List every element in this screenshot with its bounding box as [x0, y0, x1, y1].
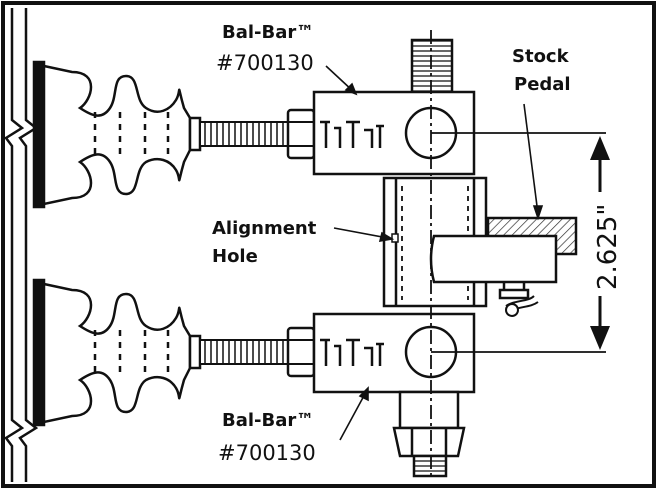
bottom-part-number: #700130 [218, 441, 316, 465]
top-shock-rod [199, 108, 316, 160]
top-bellows [32, 60, 202, 209]
top-part-name: Bal-Bar™ [222, 22, 314, 43]
stock-pedal-label-line2: Pedal [514, 74, 571, 95]
dimension-arrow-down [590, 296, 610, 350]
dimension-arrow-up [590, 136, 610, 192]
leader-lines [325, 65, 544, 441]
alignment-label-line1: Alignment [212, 218, 317, 239]
bottom-shock-rod [199, 326, 316, 378]
bottom-part-name: Bal-Bar™ [222, 410, 314, 431]
alignment-label-line2: Hole [212, 246, 258, 267]
dimension-label: 2.625" [593, 204, 623, 290]
bottom-bal-bar-block [312, 312, 476, 478]
stock-pedal [429, 216, 578, 317]
stock-pedal-label-line1: Stock [512, 46, 570, 67]
top-part-number: #700130 [216, 51, 314, 75]
bottom-bellows [32, 278, 202, 427]
wall [4, 8, 39, 482]
